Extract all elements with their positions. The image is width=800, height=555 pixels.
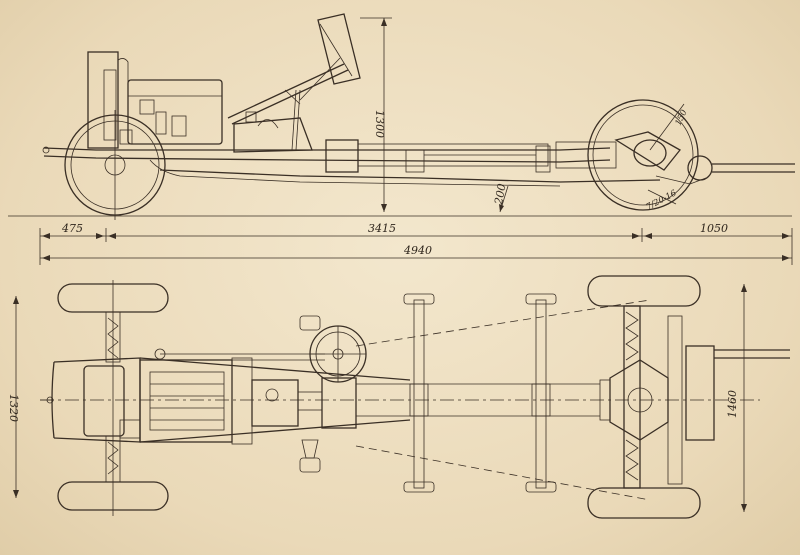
rear-wheel-top-left: [587, 275, 701, 307]
wheelbase-label: 3415: [368, 222, 396, 235]
rear-overhang-label: 1050: [700, 222, 728, 235]
frame-rail-side: [42, 146, 661, 187]
height-dimension-label: 1300: [373, 110, 386, 138]
gearbox-top: [154, 348, 357, 429]
front-wheel-side: [64, 110, 166, 220]
cross-member-2: [525, 293, 557, 493]
length-dimensions: 475 3415 1050 4940: [39, 222, 793, 265]
frame-rails-top: [139, 357, 600, 443]
engine-top: [119, 357, 253, 445]
engine-block-side: [119, 79, 223, 145]
radius-rods: [355, 299, 651, 501]
rear-wheel-side: [587, 99, 795, 211]
cross-member-1: [403, 293, 435, 493]
angle-dimension: 200: [492, 183, 509, 213]
front-track-dimension: 1320: [7, 296, 20, 498]
height-dimension: 1300: [360, 17, 392, 212]
front-overhang-label: 475: [61, 222, 83, 235]
rear-track-dimension: 1460: [726, 284, 747, 512]
steering-column-side: [227, 13, 361, 125]
steering-wheel-top: [299, 315, 367, 473]
rear-track-label: 1460: [726, 390, 739, 418]
side-elevation: 1300 200 150 7/20-16: [8, 13, 795, 220]
front-axle: [105, 311, 121, 483]
front-track-label: 1320: [7, 394, 20, 422]
radiator: [87, 51, 129, 149]
plan-view: 1320 1460: [7, 275, 790, 519]
overall-length-label: 4940: [403, 244, 432, 257]
rear-wheel-top-right: [587, 487, 701, 519]
rear-wheel-notes: 150 7/20-16: [645, 103, 690, 213]
drive-shaft-side: [325, 139, 617, 173]
angle-dimension-label: 200: [492, 183, 509, 207]
rear-axle-top: [599, 305, 790, 489]
